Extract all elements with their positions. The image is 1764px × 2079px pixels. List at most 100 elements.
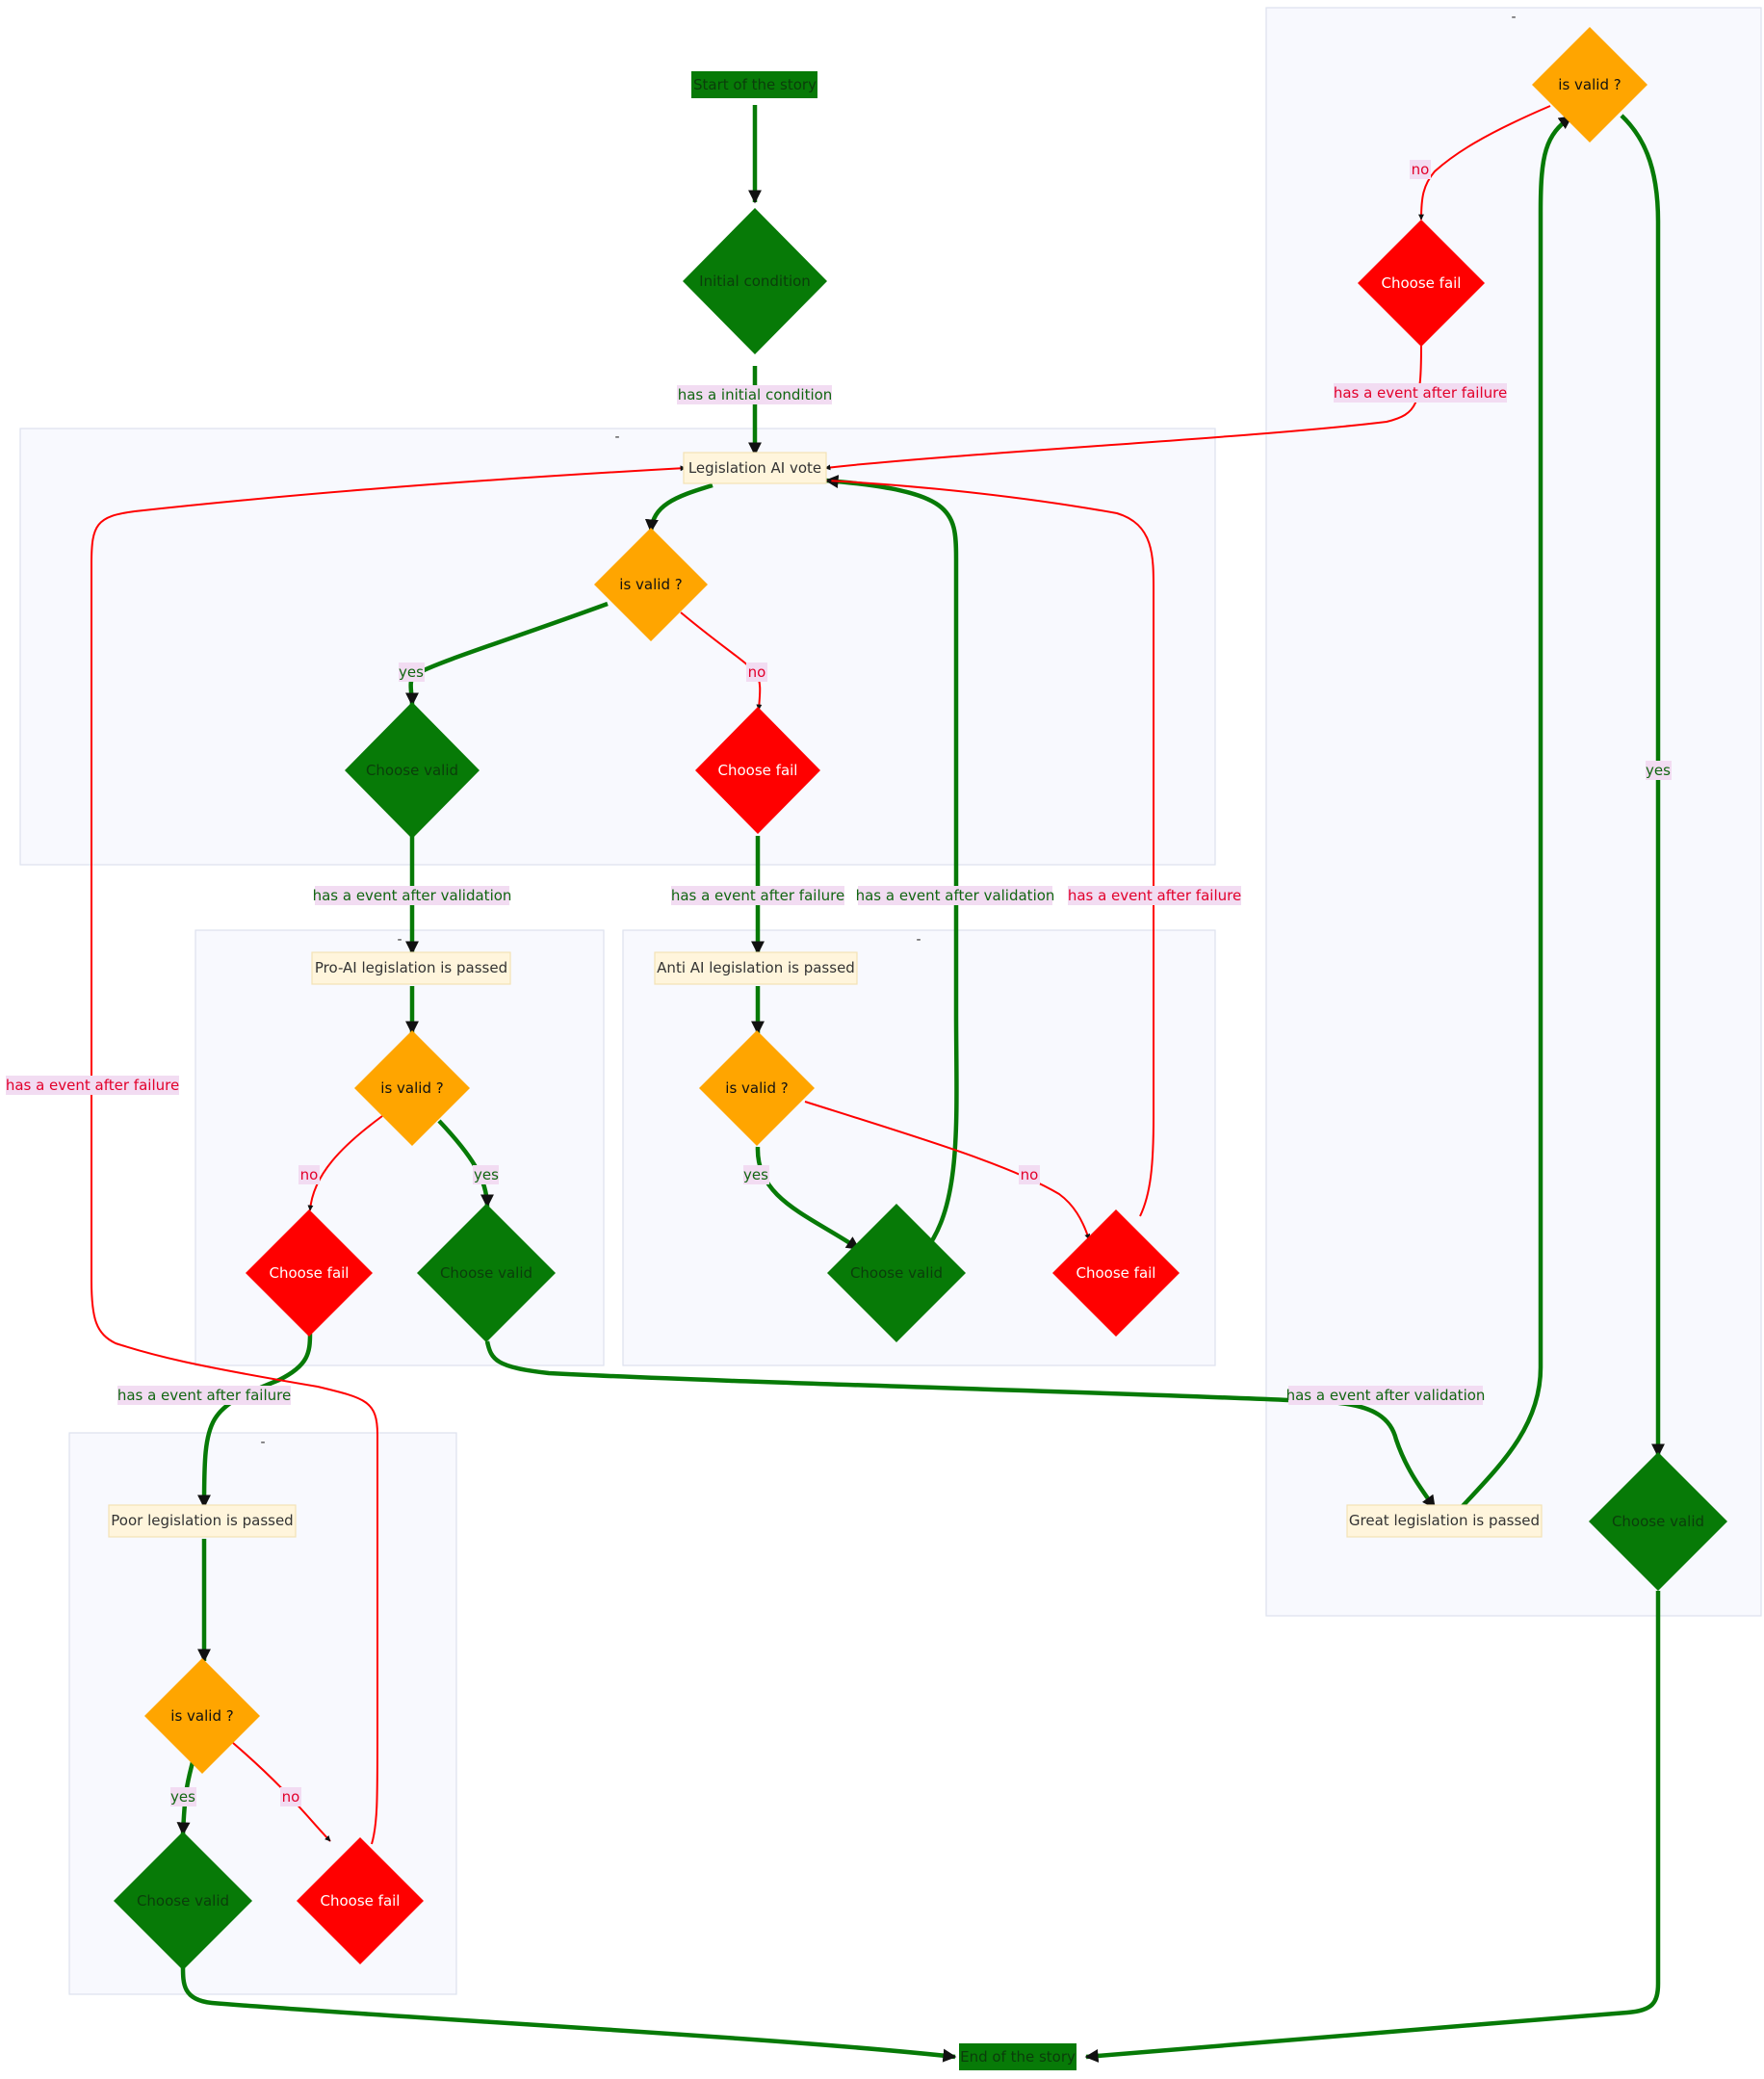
edge-label-text: yes xyxy=(1646,762,1671,779)
great-choose-fail-node: Choose fail xyxy=(1358,220,1485,347)
end-node: End of the story xyxy=(959,2043,1077,2070)
edge-label-vote-no: no xyxy=(746,663,767,682)
anti-is-valid-node: is valid ? xyxy=(699,1030,815,1146)
edge-great-box-valid xyxy=(1461,115,1573,1508)
edge-label-text: yes xyxy=(170,1788,195,1806)
vote-choose-valid-label: Choose valid xyxy=(366,762,458,779)
poor-choose-fail-node: Choose fail xyxy=(297,1837,424,1964)
edge-label-great-yes: yes xyxy=(1646,761,1672,780)
end-label: End of the story xyxy=(960,2048,1076,2066)
pro-choose-valid-node: Choose valid xyxy=(417,1204,556,1342)
poor-choose-fail-label: Choose fail xyxy=(321,1892,401,1910)
edge-label-pro-yes: yes xyxy=(473,1165,499,1184)
edge-pro-valid-event xyxy=(484,1340,1437,1510)
vote-choose-valid-node: Choose valid xyxy=(345,702,480,839)
cluster-legislation-vote: - xyxy=(19,428,1216,866)
edge-label-text: yes xyxy=(399,663,424,681)
anti-choose-fail-node: Choose fail xyxy=(1052,1209,1180,1337)
pro-choose-valid-label: Choose valid xyxy=(440,1264,532,1282)
poor-is-valid-label: is valid ? xyxy=(170,1707,233,1725)
edge-label-text: has a event after failure xyxy=(671,887,844,904)
cluster-title: - xyxy=(614,429,619,445)
anti-is-valid-label: is valid ? xyxy=(725,1079,788,1097)
anti-choose-fail-label: Choose fail xyxy=(1077,1264,1156,1282)
edge-label-poor-yes: yes xyxy=(170,1787,196,1806)
anti-ai-passed-node: Anti AI legislation is passed xyxy=(654,951,858,985)
great-is-valid-node: is valid ? xyxy=(1532,27,1647,143)
edge-label-text: has a event after failure xyxy=(6,1077,179,1094)
edge-label-vote-valid-event: has a event after validation xyxy=(313,886,512,905)
start-label: Start of the story xyxy=(693,76,817,93)
start-node: Start of the story xyxy=(691,71,817,98)
poor-choose-valid-node: Choose valid xyxy=(114,1832,252,1970)
edge-label-text: has a event after failure xyxy=(117,1387,291,1404)
cluster-title: - xyxy=(260,1435,265,1450)
poor-choose-valid-label: Choose valid xyxy=(137,1892,229,1910)
edge-label-text: has a initial condition xyxy=(678,386,833,403)
pro-choose-fail-label: Choose fail xyxy=(270,1264,350,1282)
edge-label-text: has a event after validation xyxy=(856,887,1055,904)
edge-vote-valid xyxy=(644,482,713,533)
edge-anti-valid-event xyxy=(824,475,959,1254)
vote-is-valid-node: is valid ? xyxy=(594,528,708,641)
vote-is-valid-label: is valid ? xyxy=(619,576,682,593)
edge-great-valid-end xyxy=(1084,1591,1661,2063)
initial-condition-label: Initial condition xyxy=(699,273,811,290)
edge-label-great-no: no xyxy=(1410,160,1431,179)
edge-label-text: no xyxy=(748,663,766,681)
edge-label-pro-no: no xyxy=(298,1165,320,1184)
edge-label-vote-fail-event: has a event after failure xyxy=(671,886,844,905)
edge-great-fail-event xyxy=(824,344,1422,471)
pro-choose-fail-node: Choose fail xyxy=(246,1209,373,1337)
great-passed-node: Great legislation is passed xyxy=(1346,1504,1543,1538)
edge-label-text: has a event after validation xyxy=(313,887,512,904)
pro-is-valid-label: is valid ? xyxy=(380,1079,443,1097)
great-choose-fail-label: Choose fail xyxy=(1382,274,1462,292)
edge-label-text: no xyxy=(1412,161,1430,178)
edge-label-text: has a event after failure xyxy=(1068,887,1241,904)
edge-label-text: no xyxy=(1021,1166,1039,1183)
edge-label-initial: has a initial condition xyxy=(677,385,832,404)
edge-label-anti-yes: yes xyxy=(743,1165,769,1184)
cluster-title: - xyxy=(1511,10,1516,25)
edge-label-anti-fail-event: has a event after failure xyxy=(1068,886,1241,905)
great-is-valid-label: is valid ? xyxy=(1558,76,1621,93)
pro-is-valid-node: is valid ? xyxy=(354,1030,470,1146)
edge-anti-fail-event xyxy=(825,478,1155,1217)
legislation-vote-label: Legislation AI vote xyxy=(688,459,821,477)
cluster-pro-ai: - xyxy=(195,929,605,1366)
great-choose-valid-label: Choose valid xyxy=(1612,1513,1704,1530)
anti-ai-passed-label: Anti AI legislation is passed xyxy=(657,959,855,976)
edge-pro-no xyxy=(307,1115,383,1211)
nodes: Start of the story Initial condition Leg… xyxy=(108,27,1727,2070)
vote-choose-fail-label: Choose fail xyxy=(718,762,798,779)
pro-ai-passed-label: Pro-AI legislation is passed xyxy=(315,959,507,976)
edge-label-pro-valid-event: has a event after validation xyxy=(1286,1386,1486,1405)
edge-label-text: yes xyxy=(474,1166,499,1183)
anti-choose-valid-label: Choose valid xyxy=(850,1264,943,1282)
poor-is-valid-node: is valid ? xyxy=(144,1658,260,1774)
edge-labels: has a initial condition yes no has a eve… xyxy=(6,160,1672,1806)
poor-passed-label: Poor legislation is passed xyxy=(111,1512,293,1529)
edge-label-great-fail-event: has a event after failure xyxy=(1334,383,1507,403)
cluster-title: - xyxy=(916,932,921,948)
edge-label-text: yes xyxy=(743,1166,768,1183)
edge-vote-yes xyxy=(404,601,609,707)
edge-label-poor-no: no xyxy=(280,1787,301,1806)
edge-label-text: has a event after validation xyxy=(1286,1387,1486,1404)
cluster-title: - xyxy=(397,932,402,948)
edge-poor-valid-end xyxy=(180,1965,957,2063)
edge-poor-loop-event xyxy=(91,465,687,1845)
edge-label-anti-valid-event: has a event after validation xyxy=(856,886,1055,905)
edge-label-poor-loop-event: has a event after failure xyxy=(6,1076,179,1095)
poor-passed-node: Poor legislation is passed xyxy=(108,1504,297,1538)
initial-condition-node: Initial condition xyxy=(683,208,827,354)
great-choose-valid-node: Choose valid xyxy=(1589,1452,1727,1591)
anti-choose-valid-node: Choose valid xyxy=(827,1204,966,1342)
pro-ai-passed-node: Pro-AI legislation is passed xyxy=(311,951,511,985)
edge-great-yes xyxy=(1620,114,1665,1458)
edge-label-text: no xyxy=(300,1166,319,1183)
edge-label-text: no xyxy=(282,1788,300,1806)
edge-label-vote-yes: yes xyxy=(399,663,425,682)
